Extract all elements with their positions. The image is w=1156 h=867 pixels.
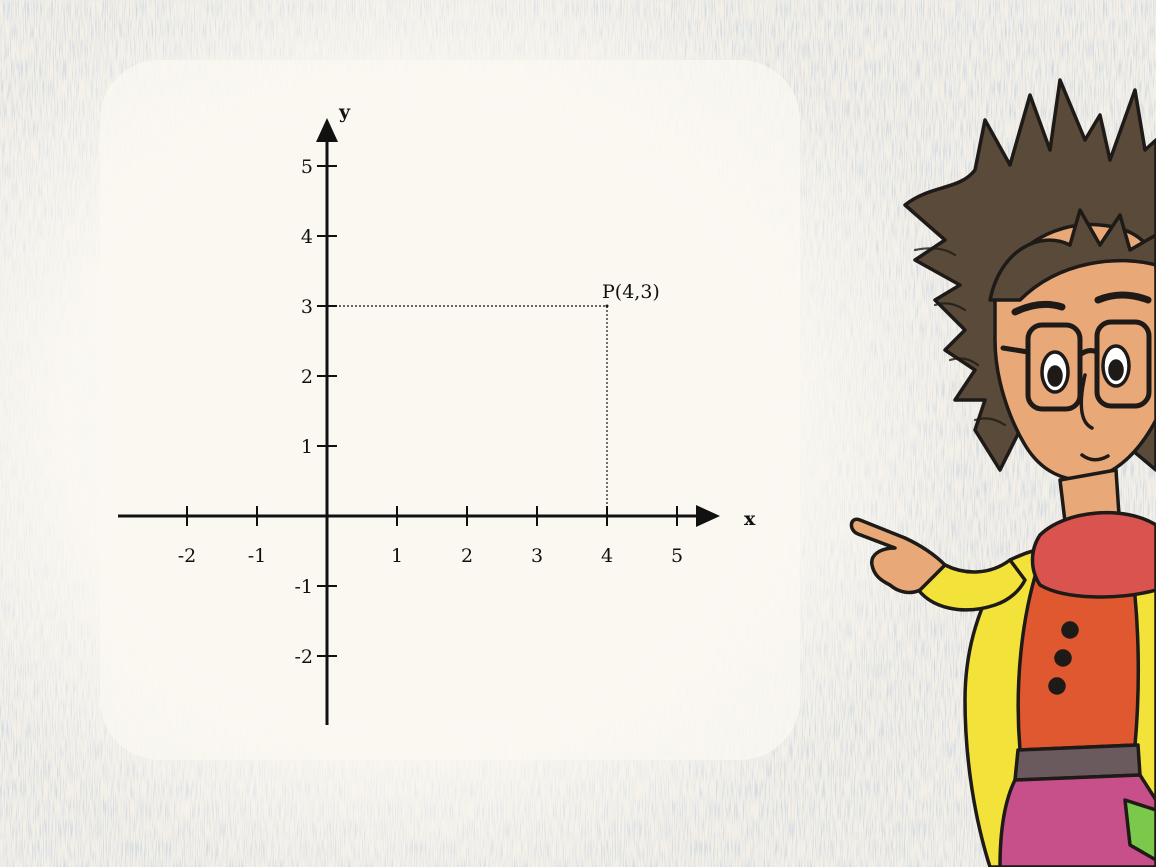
x-axis-label: x — [744, 508, 756, 530]
guide-lines — [327, 305, 608, 516]
glasses-right-lens — [1094, 319, 1152, 409]
pointing-hand — [849, 517, 947, 595]
x-tick-label: 3 — [531, 545, 543, 567]
x-tick-label: 4 — [601, 545, 613, 567]
right-eyebrow — [1094, 291, 1152, 304]
right-pupil — [1108, 359, 1124, 381]
arm — [913, 558, 1027, 612]
y-tick-label: 1 — [301, 436, 313, 458]
nose — [1079, 373, 1094, 430]
trousers — [998, 773, 1156, 867]
left-pupil — [1047, 365, 1063, 387]
data-point — [605, 304, 609, 308]
button — [1054, 649, 1072, 667]
left-eyebrow — [1011, 300, 1066, 316]
scarf — [1030, 510, 1156, 599]
button — [1061, 621, 1079, 639]
x-tick-label: 5 — [671, 545, 683, 567]
x-tick-label: 1 — [391, 545, 403, 567]
x-axis-arrow — [696, 505, 720, 527]
pointing-professor-cartoon — [849, 78, 1156, 867]
glasses-left-lens — [1025, 322, 1083, 412]
y-tick-label: 3 — [301, 296, 313, 318]
point-label: P(4,3) — [602, 281, 660, 303]
ticks: -2 -1 1 2 3 4 5 5 4 3 2 1 -1 -2 — [178, 156, 683, 668]
y-tick-label: -2 — [294, 646, 313, 668]
button — [1048, 677, 1066, 695]
y-tick-label: -1 — [294, 576, 313, 598]
y-tick-label: 4 — [301, 226, 313, 248]
x-tick-label: -1 — [248, 545, 267, 567]
y-axis-arrow — [316, 118, 338, 142]
x-tick-label: -2 — [178, 545, 197, 567]
y-axis-label: y — [338, 101, 351, 123]
points: P(4,3) — [602, 281, 660, 308]
axes: xy — [118, 101, 756, 725]
hair-fringe — [988, 208, 1156, 302]
glasses-arm — [1000, 345, 1031, 355]
glasses-bridge — [1077, 348, 1100, 358]
pocket — [1123, 798, 1156, 862]
y-tick-label: 2 — [301, 366, 313, 388]
mouth — [1080, 453, 1110, 462]
y-tick-label: 5 — [301, 156, 313, 178]
x-tick-label: 2 — [461, 545, 473, 567]
